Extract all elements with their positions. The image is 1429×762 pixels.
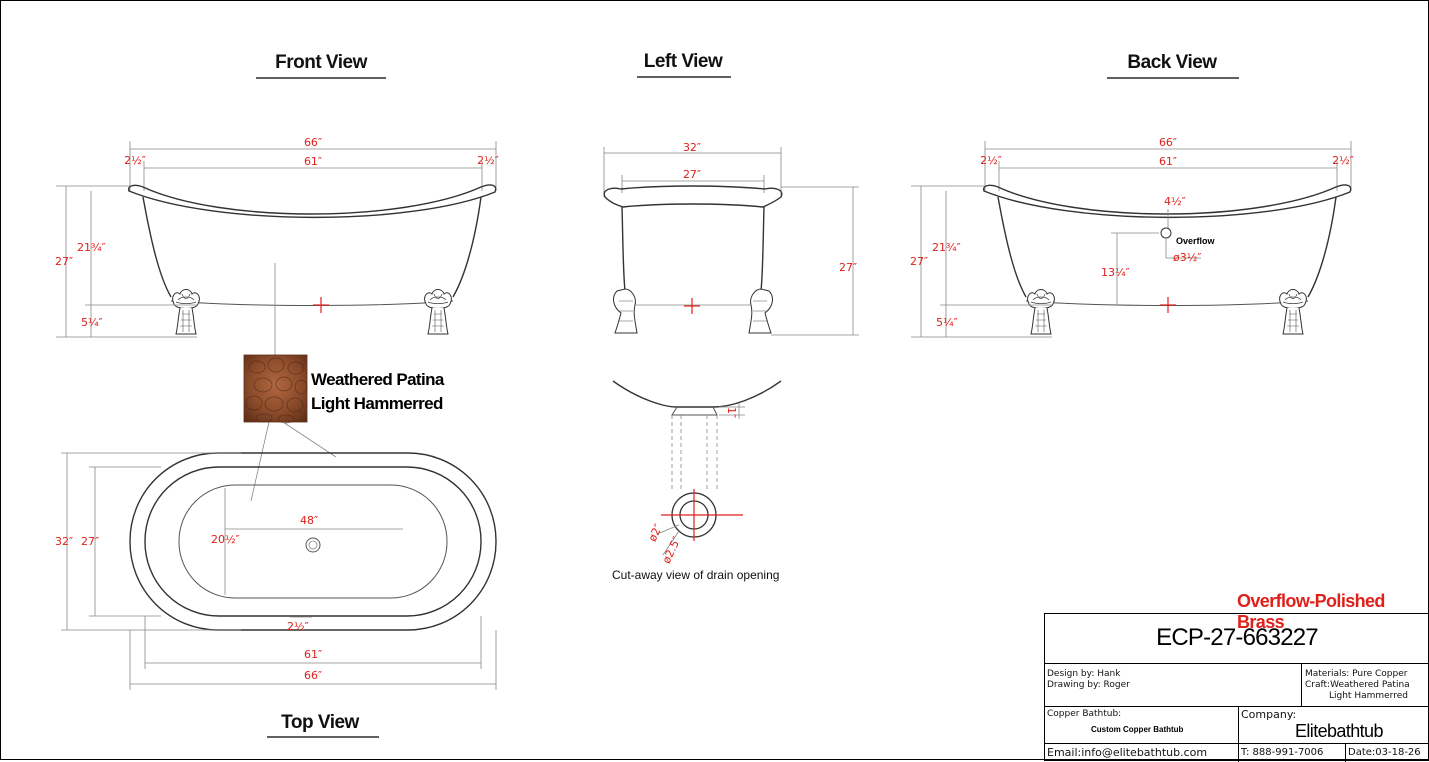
back-view-title: Back View: [1127, 52, 1217, 73]
left-height-27: 27″: [839, 261, 857, 274]
back-feet-height: 5¼″: [936, 316, 958, 329]
finish-line-2: Light Hammerred: [311, 394, 443, 413]
front-view: 66″ 61″ 2½″ 2½″ 27″ 21¾″ 5¼″: [55, 136, 499, 355]
drain-small-diameter: ø2″: [646, 522, 665, 544]
overflow-height: 13¼″: [1101, 266, 1130, 279]
top-inner-width-20: 20½″: [211, 533, 240, 546]
company-name: Elitebathtub: [1295, 721, 1383, 741]
drain-depth: 1″: [725, 407, 738, 418]
back-view: 66″ 61″ 2½″ 2½″ 4½″ Overflow ø3½″ 13¼″ 2…: [910, 136, 1354, 338]
left-width-27: 27″: [683, 168, 701, 181]
phone: T: 888-991-7006: [1238, 744, 1345, 762]
top-width-32: 32″: [55, 535, 73, 548]
left-view-title: Left View: [644, 51, 723, 72]
top-length-66: 66″: [304, 669, 322, 682]
date: Date:03-18-26: [1345, 744, 1429, 762]
front-rim-left: 2½″: [124, 154, 146, 167]
front-view-title: Front View: [275, 52, 367, 73]
top-view-title: Top View: [281, 712, 359, 733]
drain-caption: Cut-away view of drain opening: [612, 568, 779, 582]
front-feet-height: 5¼″: [81, 316, 103, 329]
left-width-32: 32″: [683, 141, 701, 154]
back-height-21: 21¾″: [932, 241, 961, 254]
back-length-61: 61″: [1159, 155, 1177, 168]
product-label: Copper Bathtub:: [1047, 709, 1122, 719]
designer: Design by: Hank: [1047, 669, 1121, 679]
product-name: Custom Copper Bathtub: [1091, 725, 1184, 734]
drafter: Drawing by: Roger: [1047, 680, 1130, 690]
drain-detail: 1″ ø2″ ø2.5″ Cut-away view of drain open…: [612, 380, 782, 582]
overflow-label: Overflow: [1176, 236, 1216, 246]
product-row: Copper Bathtub: Custom Copper Bathtub Co…: [1045, 707, 1429, 744]
top-width-27: 27″: [81, 535, 99, 548]
top-length-61: 61″: [304, 648, 322, 661]
drain-large-diameter: ø2.5″: [660, 534, 684, 565]
contact-row: Email:info@elitebathtub.com T: 888-991-7…: [1045, 744, 1429, 762]
top-inner-length-48: 48″: [300, 514, 318, 527]
overflow-finish-note: Overflow-Polished Brass: [1237, 591, 1385, 632]
model-number: ECP-27-663227: [1156, 624, 1319, 651]
finish-line-1: Weathered Patina: [311, 370, 445, 389]
company-label: Company:: [1241, 708, 1297, 721]
front-height-21: 21¾″: [77, 241, 106, 254]
craft-line-1: Craft:Weathered Patina: [1305, 680, 1410, 690]
top-rim-width: 2½″: [287, 620, 309, 633]
people-row: Design by: Hank Drawing by: Roger Materi…: [1045, 664, 1429, 707]
materials: Materials: Pure Copper: [1305, 669, 1408, 679]
back-rim-right: 2½″: [1332, 154, 1354, 167]
model-row: ECP-27-663227: [1045, 614, 1429, 664]
overflow-diameter: ø3½″: [1173, 251, 1202, 264]
front-height-27: 27″: [55, 255, 73, 268]
front-rim-right: 2½″: [477, 154, 499, 167]
craft-line-2: Light Hammerred: [1329, 691, 1408, 701]
overflow-drop: 4½″: [1164, 195, 1186, 208]
back-length-66: 66″: [1159, 136, 1177, 149]
back-rim-left: 2½″: [980, 154, 1002, 167]
title-block: ECP-27-663227 Design by: Hank Drawing by…: [1044, 613, 1429, 762]
front-length-61: 61″: [304, 155, 322, 168]
front-length-66: 66″: [304, 136, 322, 149]
top-view: 48″ 20½″ 2½″ 61″ 66″ 32″ 27″: [55, 452, 497, 690]
back-height-27: 27″: [910, 255, 928, 268]
left-view: 32″ 27″ 27″: [603, 141, 859, 336]
finish-swatch: Weathered Patina Light Hammerred: [243, 354, 445, 502]
email: Email:info@elitebathtub.com: [1047, 746, 1208, 759]
